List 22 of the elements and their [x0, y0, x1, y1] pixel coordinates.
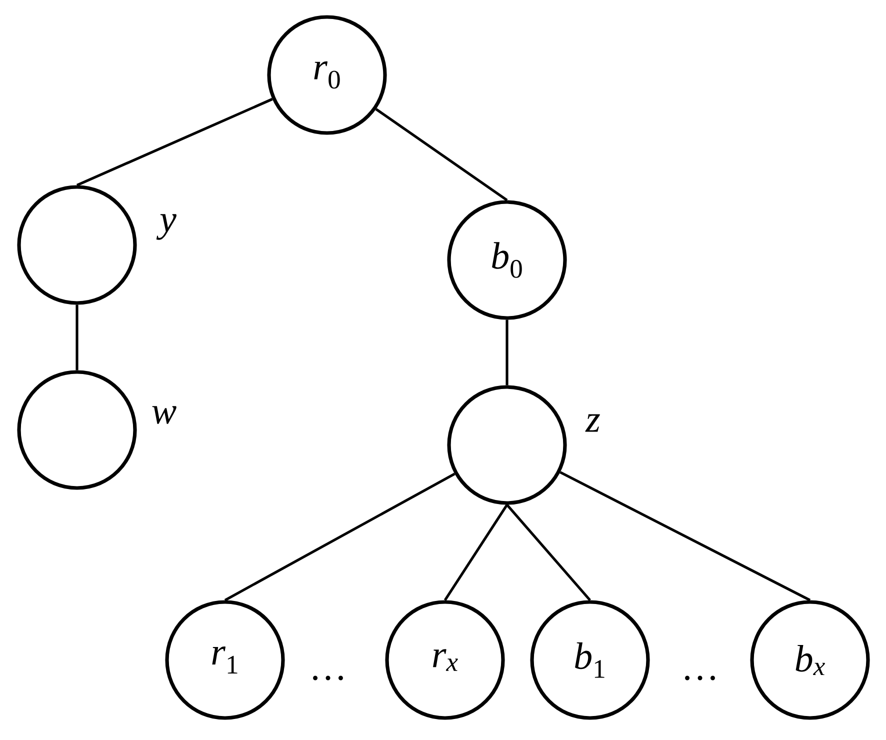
ellipsis: …	[685, 676, 715, 680]
connector-line	[224, 472, 456, 602]
circle-node: b$_{0}$	[447, 200, 567, 320]
circle-node	[447, 385, 567, 505]
connector-line	[76, 304, 78, 370]
circle-node	[17, 185, 137, 305]
ellipsis: …	[313, 676, 343, 680]
node-label: z	[585, 414, 600, 432]
node-label: y	[156, 214, 176, 240]
circle-node: r$_{x}$	[385, 600, 505, 720]
circle-node: b$_{x}$	[750, 600, 870, 720]
connector-line	[76, 98, 273, 186]
connector-line	[506, 504, 591, 602]
node-label: w	[152, 406, 176, 424]
circle-node: r$_{0}$	[267, 15, 387, 135]
connector-line	[375, 108, 508, 202]
connector-line	[506, 320, 508, 386]
connector-line	[560, 471, 811, 602]
circle-node: r$_{1}$	[165, 600, 285, 720]
circle-node	[17, 370, 137, 490]
circle-node: b$_{1}$	[530, 600, 650, 720]
connector-line	[444, 504, 508, 601]
